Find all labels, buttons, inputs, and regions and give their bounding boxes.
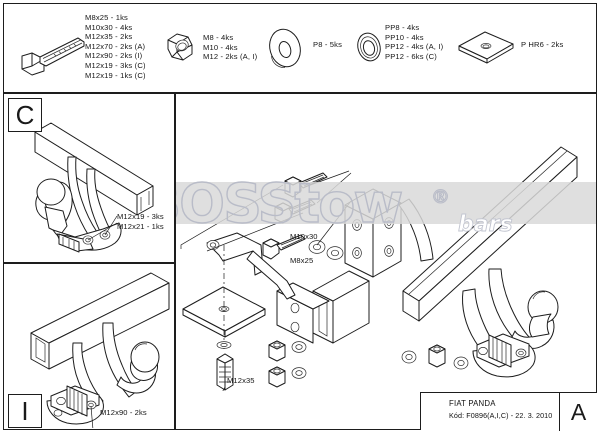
part-washer-spring-spec: PP8 - 4ks PP10 - 4ks PP12 - 4ks (A, I) P…	[385, 23, 444, 61]
main-m10x30-label: M10x30	[290, 232, 318, 241]
part-washer-flat-spec-wrap: P8 - 5ks	[313, 40, 342, 50]
part-washer-flat	[263, 26, 307, 72]
spring-washer-icon	[357, 32, 381, 62]
main-m12x35-label: M12x35	[227, 376, 255, 385]
part-washer-flat-spec: P8 - 5ks	[313, 40, 343, 49]
part-nut-spec: M8 - 4ks M10 - 4ks M12 - 2ks (A, I)	[203, 33, 258, 62]
panel-i-drawing	[30, 272, 170, 428]
panel-c-drawing	[34, 122, 154, 253]
part-bolt	[14, 26, 94, 78]
document-code: Kód: F0896(A,I,C) - 22. 3. 2010	[449, 411, 553, 420]
part-plate-spec-wrap: P HR6 - 2ks	[521, 40, 563, 50]
revision-box: A	[559, 393, 597, 431]
part-plate	[455, 26, 519, 72]
panel-i-letter: I	[8, 394, 42, 428]
main-m8x25-label: M8x25	[290, 256, 314, 265]
square-plate-icon	[458, 31, 514, 64]
panel-c-letter: C	[8, 98, 42, 132]
part-washer-spring	[352, 30, 386, 66]
vehicle-title: FIAT PANDA	[449, 399, 496, 408]
parts-list-strip	[3, 3, 597, 93]
title-block: FIAT PANDA Kód: F0896(A,I,C) - 22. 3. 20…	[420, 392, 597, 431]
panel-i-fastener-label: M12x90 - 2ks	[100, 408, 147, 417]
part-washer-spring-spec-wrap: PP8 - 4ks PP10 - 4ks PP12 - 4ks (A, I) P…	[385, 23, 443, 61]
part-nut-spec-wrap: M8 - 4ks M10 - 4ks M12 - 2ks (A, I)	[203, 33, 257, 62]
panel-main	[175, 93, 597, 430]
title-block-text: FIAT PANDA Kód: F0896(A,I,C) - 22. 3. 20…	[449, 398, 552, 422]
panel-i	[3, 263, 175, 430]
part-plate-spec: P HR6 - 2ks	[521, 40, 564, 49]
part-bolt-spec-wrap: M8x25 - 1ks M10x30 - 4ks M12x35 - 2ks M1…	[85, 13, 146, 80]
hex-bolt-icon	[21, 37, 85, 76]
panel-c	[3, 93, 175, 263]
flat-washer-icon	[269, 28, 301, 68]
hex-nut-icon	[167, 33, 193, 61]
part-bolt-spec: M8x25 - 1ks M10x30 - 4ks M12x35 - 2ks M1…	[85, 13, 146, 80]
main-assembly-drawing	[180, 146, 578, 391]
part-nut	[163, 28, 197, 66]
panel-c-fastener-label: M12x19 - 3ks M12x21 - 1ks	[117, 212, 164, 231]
